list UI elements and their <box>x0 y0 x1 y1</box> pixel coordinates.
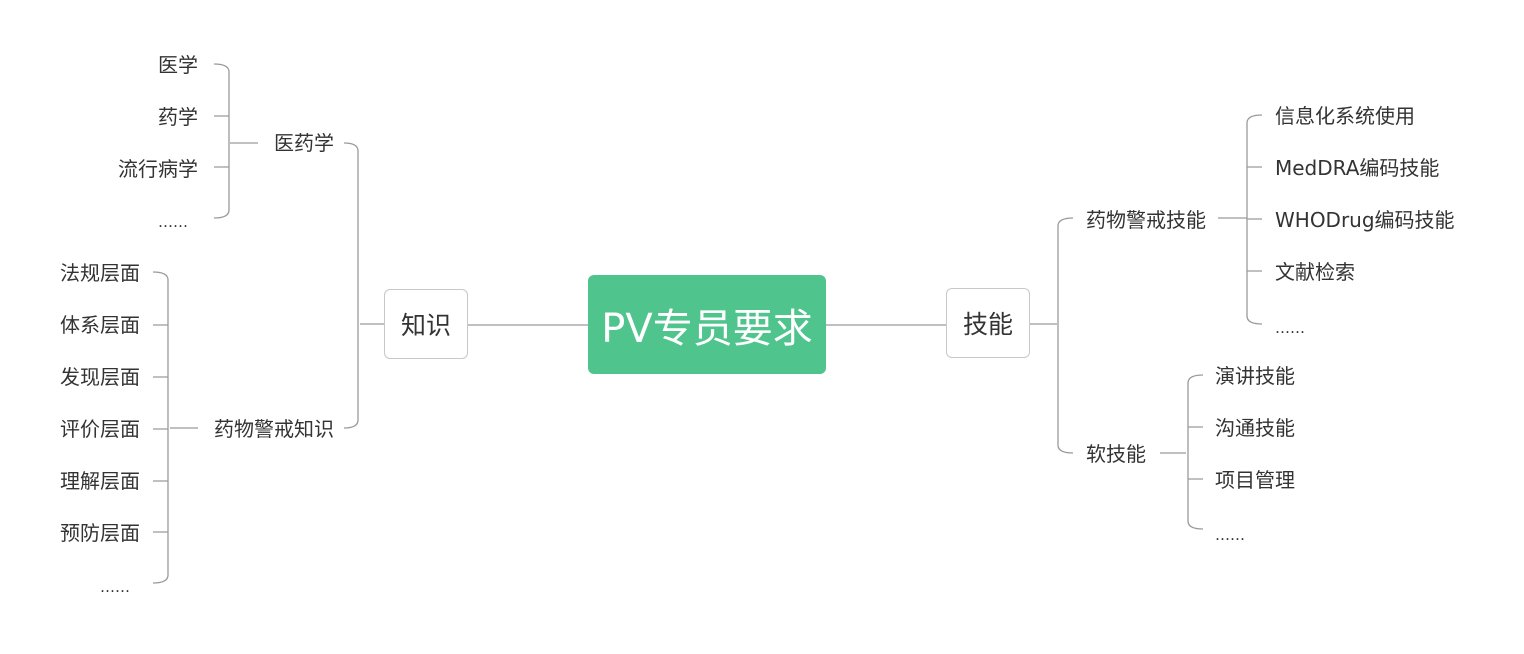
soft-skill-item-project-management[interactable]: 项目管理 <box>1215 468 1295 492</box>
pv-knowledge-item-regulation[interactable]: 法规层面 <box>60 261 140 285</box>
med-item-epidemiology[interactable]: 流行病学 <box>118 157 198 181</box>
soft-skill-item-presentation[interactable]: 演讲技能 <box>1215 364 1295 388</box>
connector-pvskills-bracket <box>1218 114 1263 325</box>
soft-skill-item-communication[interactable]: 沟通技能 <box>1215 416 1295 440</box>
knowledge-label: 知识 <box>400 311 451 340</box>
connector-knowledge-bracket <box>343 142 384 429</box>
pv-skills-node[interactable]: 药物警戒技能 <box>1086 208 1206 232</box>
pv-skill-item-meddra[interactable]: MedDRA编码技能 <box>1275 156 1440 180</box>
pv-skill-item-literature[interactable]: 文献检索 <box>1275 260 1355 284</box>
skills-label: 技能 <box>962 310 1013 339</box>
med-item-medicine[interactable]: 医学 <box>158 53 198 77</box>
pv-skill-item-whodrug[interactable]: WHODrug编码技能 <box>1275 208 1455 232</box>
connector-softskills-bracket <box>1160 374 1204 530</box>
knowledge-node[interactable]: 知识 <box>384 289 468 359</box>
root-label: PV专员要求 <box>601 305 813 352</box>
soft-skill-item-more[interactable]: …… <box>1215 526 1245 544</box>
skills-node[interactable]: 技能 <box>946 288 1030 358</box>
soft-skills-node[interactable]: 软技能 <box>1086 442 1146 466</box>
pv-knowledge-item-prevention[interactable]: 预防层面 <box>60 521 140 545</box>
pv-knowledge-item-understanding[interactable]: 理解层面 <box>60 469 140 493</box>
pv-skill-item-more[interactable]: …… <box>1275 319 1305 337</box>
pv-skill-item-info-system[interactable]: 信息化系统使用 <box>1275 104 1415 128</box>
med-item-more[interactable]: …… <box>158 213 188 231</box>
pv-knowledge-item-system[interactable]: 体系层面 <box>60 313 140 337</box>
pv-knowledge-node[interactable]: 药物警戒知识 <box>214 417 334 441</box>
connector-pvknowledge-bracket <box>152 271 198 584</box>
root-node[interactable]: PV专员要求 <box>588 275 826 374</box>
connector-skills-bracket <box>1030 217 1074 454</box>
pv-knowledge-item-evaluation[interactable]: 评价层面 <box>60 417 140 441</box>
connector-medpharm-bracket <box>213 63 258 219</box>
pv-knowledge-item-detection[interactable]: 发现层面 <box>60 365 140 389</box>
med-item-pharmacy[interactable]: 药学 <box>158 105 198 129</box>
pv-knowledge-item-more[interactable]: …… <box>100 578 130 596</box>
med-pharm-node[interactable]: 医药学 <box>274 131 334 155</box>
